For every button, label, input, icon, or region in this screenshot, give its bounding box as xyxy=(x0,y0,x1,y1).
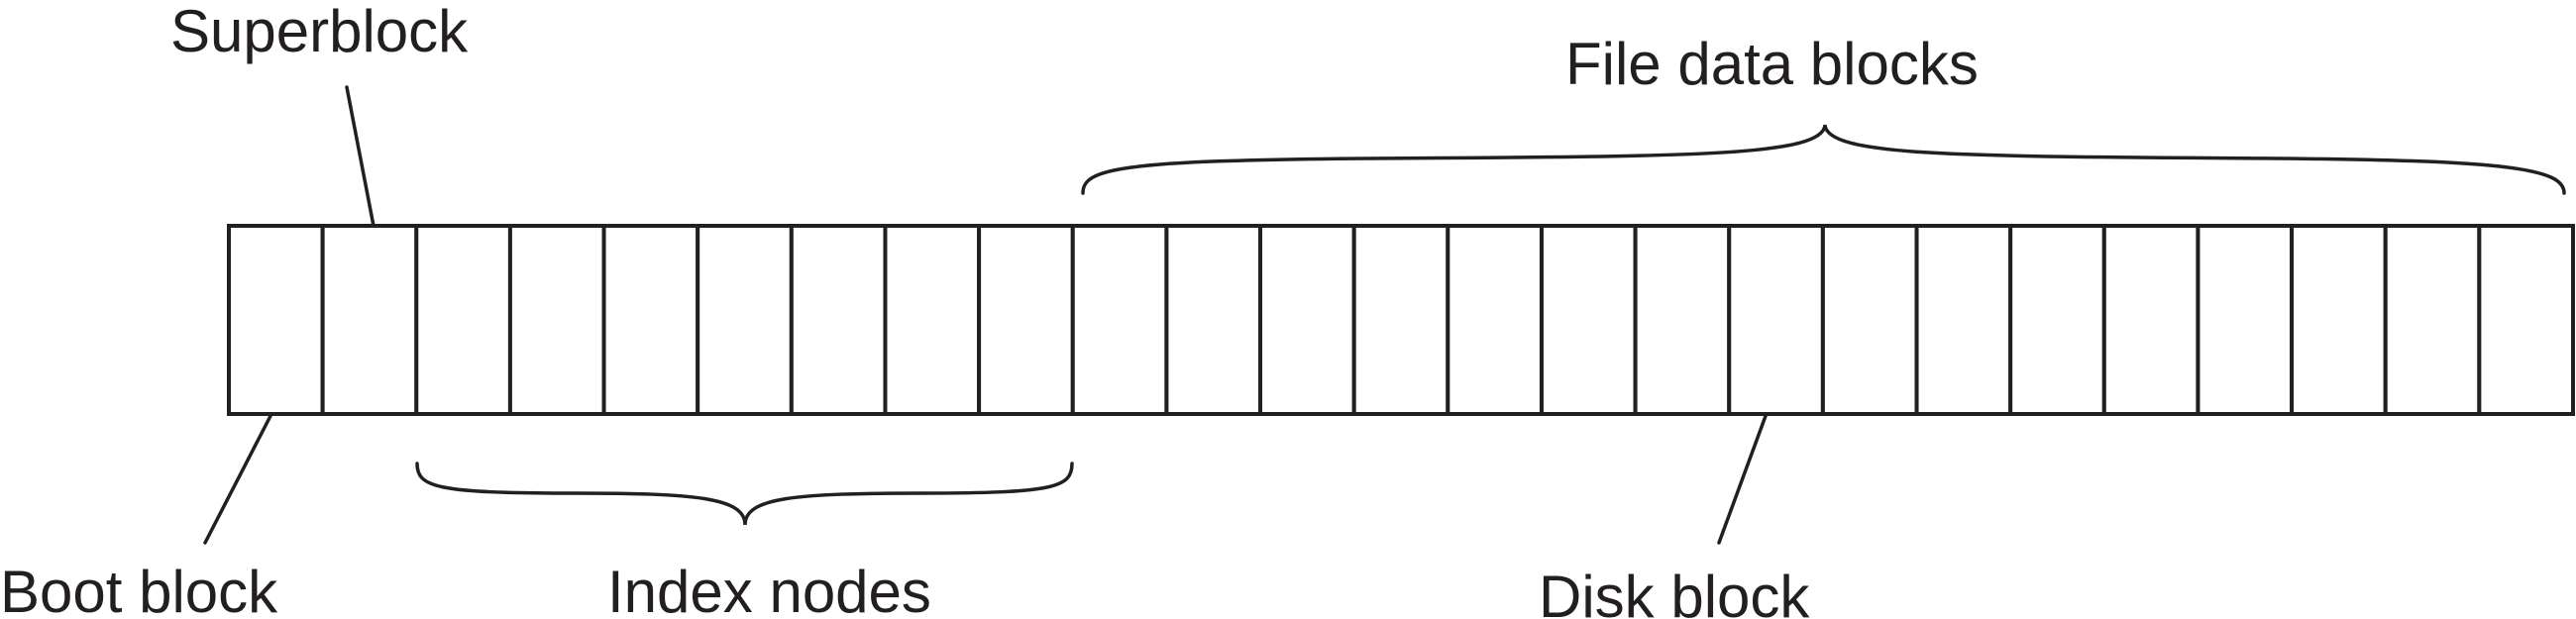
disk-block-cell xyxy=(1070,224,1169,416)
disk-block-cell xyxy=(601,224,700,416)
superblock-label: Superblock xyxy=(170,0,469,64)
disk-block-cell xyxy=(414,224,512,416)
disk-block-label: Disk block xyxy=(1539,564,1810,619)
disk-block-cell xyxy=(883,224,982,416)
disk-block-cell xyxy=(1727,224,1825,416)
file-data-blocks-brace xyxy=(1081,124,2566,195)
disk-block-cell xyxy=(789,224,888,416)
disk-block-cell xyxy=(1633,224,1732,416)
disk-block-cell xyxy=(1258,224,1356,416)
boot-block-label: Boot block xyxy=(0,559,278,619)
disk-block-cell xyxy=(1820,224,1919,416)
index-nodes-label: Index nodes xyxy=(607,559,931,619)
disk-block-cell xyxy=(320,224,419,416)
disk-block-cell xyxy=(2196,224,2295,416)
disk-block-cell xyxy=(977,224,1075,416)
disk-block-cell xyxy=(2101,224,2200,416)
disk-block-cell xyxy=(2008,224,2106,416)
disk-block-cell xyxy=(696,224,794,416)
disk-block-cell xyxy=(2290,224,2388,416)
superblock-pointer xyxy=(345,85,376,228)
disk-block-cell xyxy=(227,224,325,416)
disk-block-cell xyxy=(1539,224,1638,416)
index-nodes-brace xyxy=(415,462,1074,526)
disk-block-cell xyxy=(1351,224,1450,416)
disk-block-row xyxy=(227,224,2576,416)
disk-block-cell xyxy=(1446,224,1544,416)
boot-block-pointer xyxy=(203,414,272,545)
disk-block-pointer xyxy=(1717,414,1768,545)
disk-block-cell xyxy=(2383,224,2482,416)
file-data-blocks-label: File data blocks xyxy=(1565,31,1979,97)
disk-block-cell xyxy=(1164,224,1263,416)
disk-block-cell xyxy=(507,224,606,416)
disk-block-cell xyxy=(1914,224,2013,416)
disk-block-cell xyxy=(2477,224,2576,416)
